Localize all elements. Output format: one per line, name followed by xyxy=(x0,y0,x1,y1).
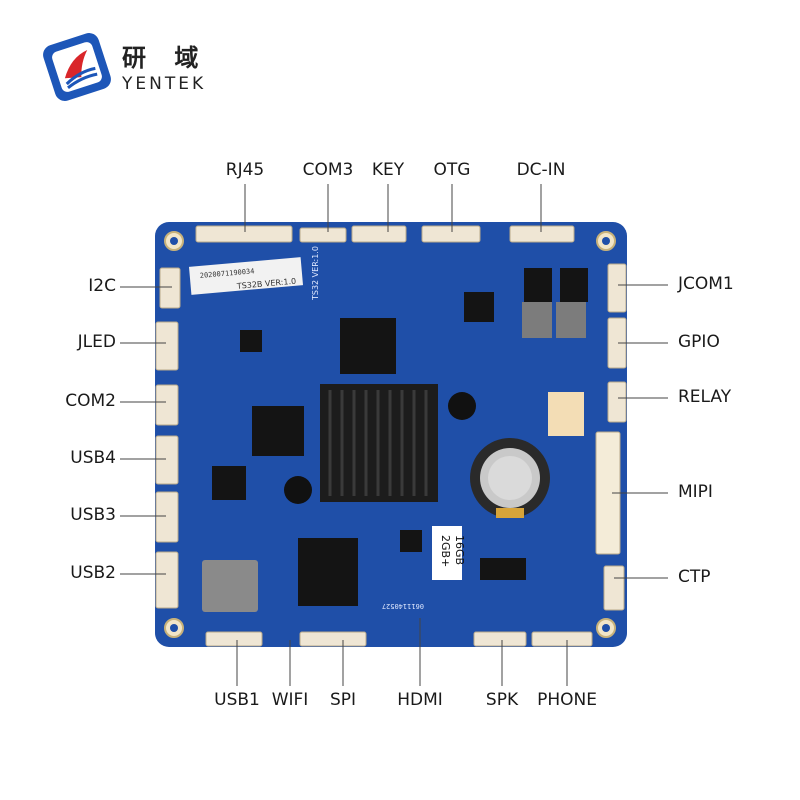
leader-lines xyxy=(120,184,668,686)
heatsink xyxy=(284,384,476,504)
wifi-module xyxy=(202,560,258,612)
label-spi: SPI xyxy=(329,690,357,710)
chips xyxy=(212,268,588,606)
label-gpio: GPIO xyxy=(678,332,720,352)
silkscreen-side: TS32 VER:1.0 xyxy=(311,246,320,301)
label-usb1: USB1 xyxy=(214,690,260,710)
brand-name-cn: 研 域 xyxy=(122,43,209,72)
label-wifi: WIFI xyxy=(271,690,309,710)
label-usb3: USB3 xyxy=(70,505,116,525)
memory-label-1: 2GB+ xyxy=(439,535,452,567)
label-ctp: CTP xyxy=(678,567,711,587)
label-dc-in: DC-IN xyxy=(516,160,566,180)
label-rj45: RJ45 xyxy=(225,160,265,180)
label-otg: OTG xyxy=(433,160,471,180)
label-com2: COM2 xyxy=(65,391,116,411)
label-jled: JLED xyxy=(77,332,116,352)
label-relay: RELAY xyxy=(678,387,732,407)
left-connectors xyxy=(155,267,181,609)
brand-name-en: YENTEK xyxy=(122,74,207,94)
right-connectors xyxy=(595,263,627,611)
top-connectors xyxy=(195,225,575,243)
brand-logo xyxy=(38,28,116,110)
label-usb4: USB4 xyxy=(70,448,116,468)
label-mipi: MIPI xyxy=(678,482,713,502)
label-hdmi: HDMI xyxy=(397,690,443,710)
serial-sticker xyxy=(188,257,304,295)
part-number: 0611140527 xyxy=(382,602,424,610)
label-com3: COM3 xyxy=(302,160,354,180)
label-usb2: USB2 xyxy=(70,563,116,583)
label-jcom1: JCOM1 xyxy=(678,274,734,294)
bottom-connectors xyxy=(205,631,593,647)
memory-label-2: 16GB xyxy=(453,535,466,565)
memory-sticker xyxy=(432,526,462,580)
label-phone: PHONE xyxy=(537,690,597,710)
label-spk: SPK xyxy=(485,690,519,710)
label-key: KEY xyxy=(371,160,405,180)
label-i2c: I2C xyxy=(88,276,116,296)
coin-battery xyxy=(470,438,550,518)
